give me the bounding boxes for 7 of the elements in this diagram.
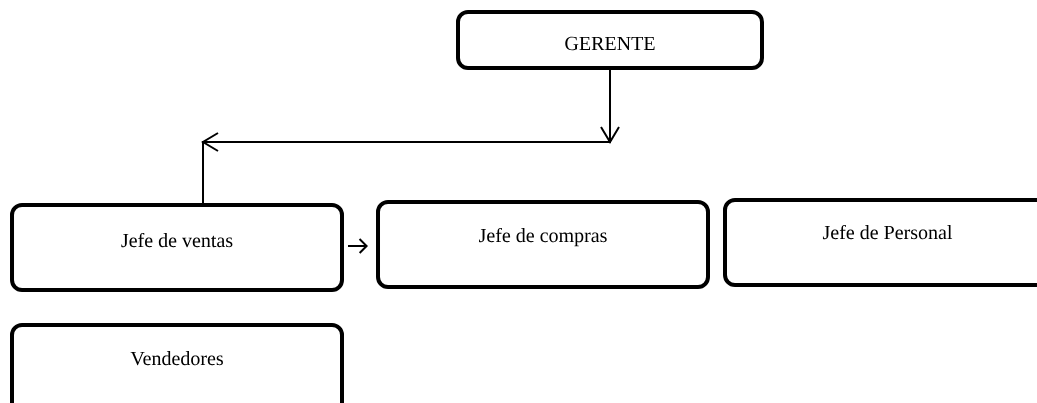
org-box: Jefe de Personal [723, 198, 1037, 287]
org-box: Jefe de compras [376, 200, 710, 289]
org-box: Vendedores [10, 323, 344, 403]
arrow [347, 238, 368, 254]
org-box: Jefe de ventas [10, 203, 344, 292]
org-box: GERENTE [456, 10, 764, 70]
connector-arrow [201, 69, 620, 204]
